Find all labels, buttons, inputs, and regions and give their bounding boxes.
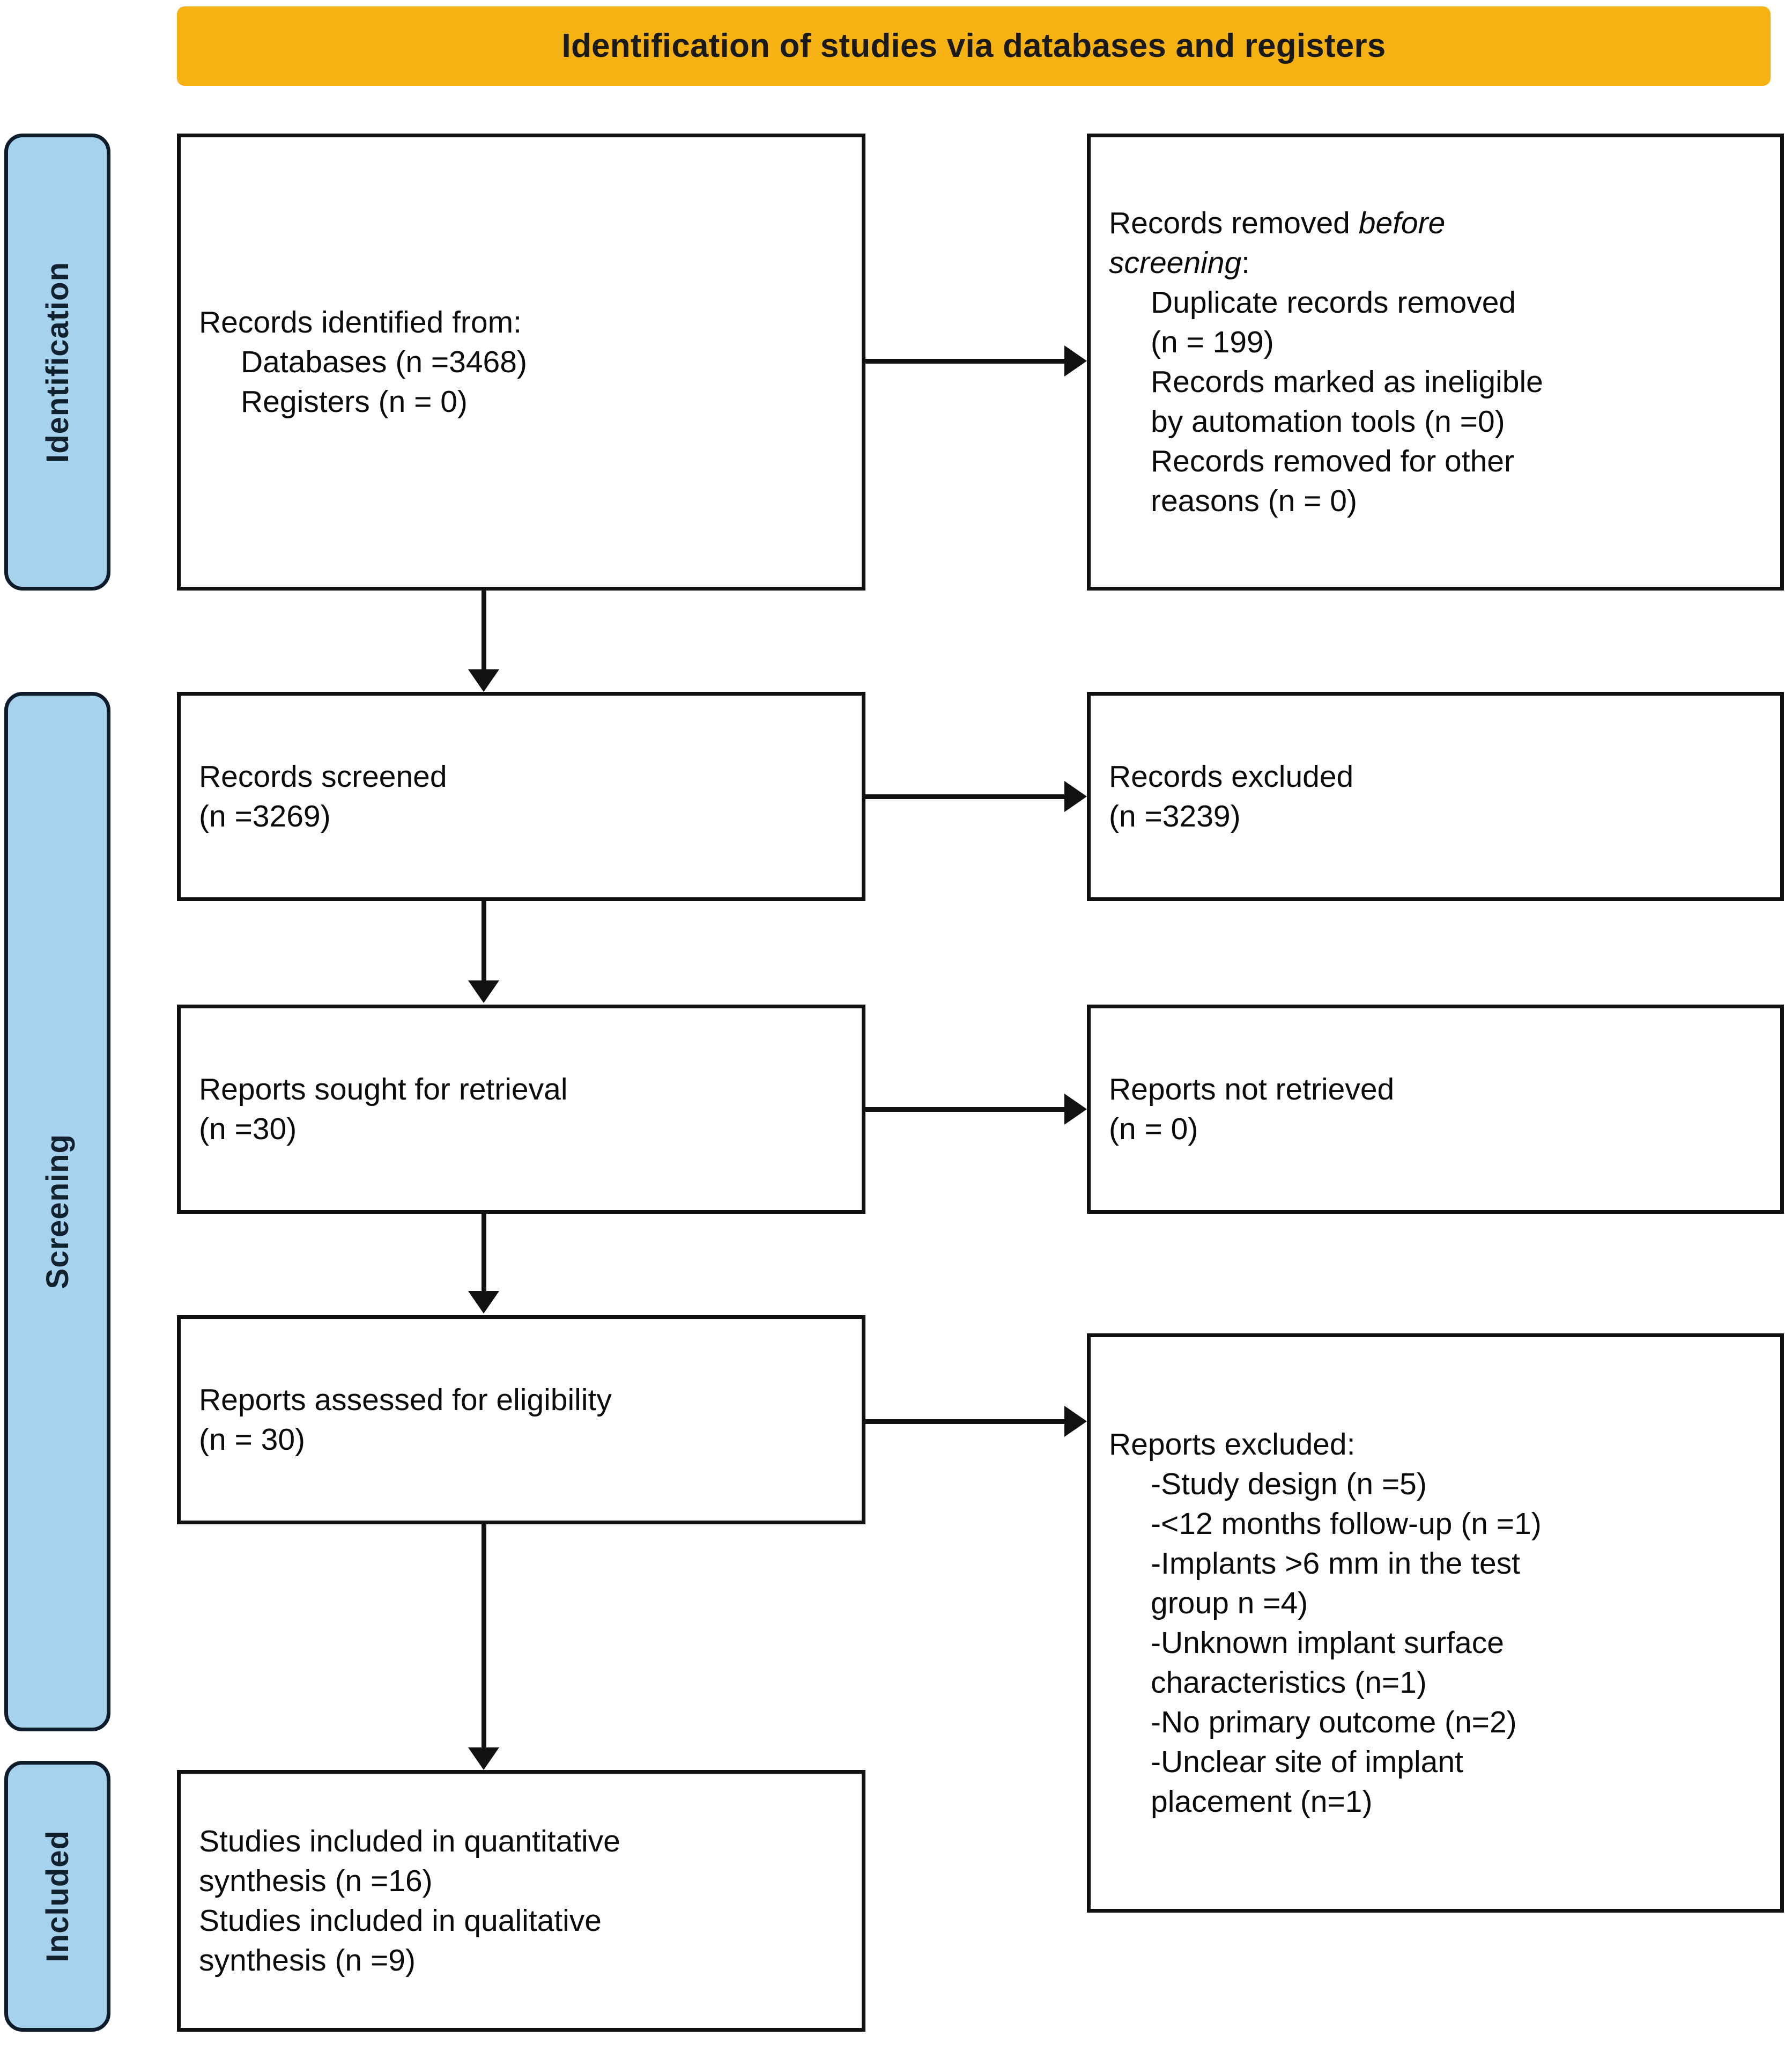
connector-identified-to-removed: [865, 359, 1064, 364]
arrow-down-screened-to-sought: [468, 980, 499, 1003]
removed-other-count: reasons (n = 0): [1151, 484, 1357, 519]
arrow-down-sought-to-assessed: [468, 1291, 499, 1314]
reports-excluded-reason-6b: placement (n=1): [1151, 1784, 1373, 1819]
reports-not-retrieved-count: (n = 0): [1109, 1112, 1198, 1146]
removed-duplicate-label: Duplicate records removed: [1151, 285, 1516, 320]
stage-tab-identification: Identification: [4, 134, 110, 591]
studies-included-qualitative-count: synthesis (n =9): [199, 1943, 416, 1978]
records-identified-line1: Records identified from:: [199, 305, 522, 340]
box-reports-assessed-text: Reports assessed for eligibility (n = 30): [181, 1380, 862, 1459]
reports-excluded-reason-5: -No primary outcome (n=2): [1151, 1705, 1517, 1740]
reports-assessed-count: (n = 30): [199, 1422, 306, 1457]
reports-excluded-title: Reports excluded:: [1109, 1427, 1356, 1462]
connector-assessed-to-included: [482, 1524, 486, 1750]
box-records-removed-before-screening: Records removed before screening: Duplicat…: [1087, 134, 1784, 591]
box-studies-included-text: Studies included in quantitative synthesi…: [181, 1821, 862, 1980]
box-reports-excluded: Reports excluded: -Study design (n =5) -<1…: [1087, 1333, 1784, 1913]
stage-label-screening: Screening: [40, 1134, 75, 1289]
records-excluded-count: (n =3239): [1109, 799, 1241, 833]
box-reports-excluded-text: Reports excluded: -Study design (n =5) -<1…: [1091, 1425, 1780, 1822]
removed-before-prefix: Records removed: [1109, 205, 1359, 240]
box-reports-sought-text: Reports sought for retrieval (n =30): [181, 1069, 862, 1149]
arrow-down-assessed-to-included: [468, 1747, 499, 1770]
arrow-right-assessed-to-reports-excluded: [1064, 1406, 1087, 1437]
reports-excluded-reason-4a: -Unknown implant surface: [1151, 1626, 1504, 1660]
removed-before-emph: before: [1358, 205, 1446, 240]
studies-included-quantitative-label: Studies included in quantitative: [199, 1824, 620, 1858]
records-screened-label: Records screened: [199, 759, 447, 794]
box-reports-assessed: Reports assessed for eligibility (n = 30): [177, 1315, 865, 1524]
removed-colon: :: [1241, 245, 1250, 280]
stage-tab-included: Included: [4, 1761, 110, 2032]
studies-included-qualitative-label: Studies included in qualitative: [199, 1904, 602, 1938]
arrow-right-identified-to-removed: [1064, 345, 1087, 377]
box-reports-not-retrieved: Reports not retrieved (n = 0): [1087, 1005, 1784, 1214]
reports-assessed-label: Reports assessed for eligibility: [199, 1382, 612, 1417]
reports-excluded-reason-4b: characteristics (n=1): [1151, 1665, 1427, 1700]
reports-not-retrieved-label: Reports not retrieved: [1109, 1072, 1395, 1106]
arrow-right-screened-to-excluded: [1064, 781, 1087, 812]
stage-label-included: Included: [40, 1830, 75, 1963]
connector-assessed-to-reports-excluded: [865, 1419, 1064, 1424]
reports-excluded-reason-3a: -Implants >6 mm in the test: [1151, 1546, 1521, 1581]
records-excluded-label: Records excluded: [1109, 759, 1354, 794]
box-records-screened-text: Records screened (n =3269): [181, 757, 862, 836]
reports-sought-count: (n =30): [199, 1112, 297, 1146]
stage-label-identification: Identification: [40, 261, 75, 463]
box-records-screened: Records screened (n =3269): [177, 692, 865, 901]
box-records-excluded: Records excluded (n =3239): [1087, 692, 1784, 901]
stage-tab-screening: Screening: [4, 692, 110, 1731]
box-records-excluded-text: Records excluded (n =3239): [1091, 757, 1780, 836]
removed-ineligible-count: by automation tools (n =0): [1151, 404, 1505, 439]
connector-identified-to-screened: [482, 591, 486, 672]
box-studies-included: Studies included in quantitative synthesi…: [177, 1770, 865, 2032]
records-screened-count: (n =3269): [199, 799, 331, 833]
records-identified-databases: Databases (n =3468): [241, 344, 527, 379]
connector-screened-to-excluded: [865, 794, 1064, 799]
removed-duplicate-count: (n = 199): [1151, 324, 1274, 359]
connector-screened-to-sought: [482, 901, 486, 982]
reports-excluded-reason-6a: -Unclear site of implant: [1151, 1745, 1463, 1780]
removed-other-label: Records removed for other: [1151, 444, 1514, 479]
box-reports-sought: Reports sought for retrieval (n =30): [177, 1005, 865, 1214]
reports-excluded-reason-3b: group n =4): [1151, 1585, 1308, 1620]
reports-excluded-reason-1: -Study design (n =5): [1151, 1466, 1427, 1501]
removed-ineligible-label: Records marked as ineligible: [1151, 365, 1543, 399]
diagram-title: Identification of studies via databases …: [561, 27, 1386, 64]
removed-screening-emph: screening: [1109, 245, 1242, 280]
arrow-down-identified-to-screened: [468, 669, 499, 692]
diagram-header-banner: Identification of studies via databases …: [177, 6, 1771, 86]
box-records-identified: Records identified from: Databases (n =34…: [177, 134, 865, 591]
studies-included-quantitative-count: synthesis (n =16): [199, 1863, 433, 1898]
connector-sought-to-not-retrieved: [865, 1107, 1064, 1112]
arrow-right-sought-to-not-retrieved: [1064, 1094, 1087, 1125]
box-records-identified-text: Records identified from: Databases (n =34…: [181, 303, 862, 422]
box-reports-not-retrieved-text: Reports not retrieved (n = 0): [1091, 1069, 1780, 1149]
box-records-removed-text: Records removed before screening: Duplicat…: [1091, 203, 1780, 521]
reports-excluded-reason-2: -<12 months follow-up (n =1): [1151, 1506, 1542, 1541]
records-identified-registers: Registers (n = 0): [241, 385, 468, 419]
connector-sought-to-assessed: [482, 1214, 486, 1293]
reports-sought-label: Reports sought for retrieval: [199, 1072, 568, 1106]
